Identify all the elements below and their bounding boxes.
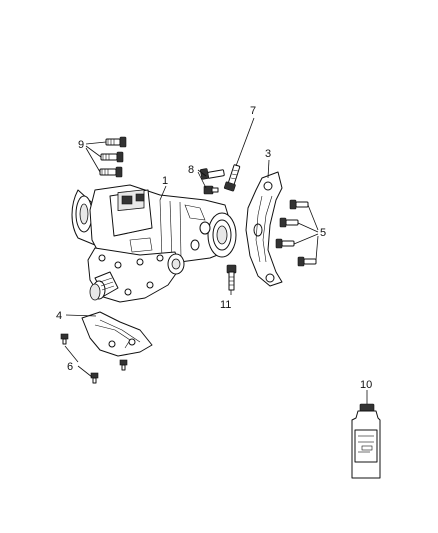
bolt-9c [99,166,123,178]
bolt-5c [275,238,295,249]
bolt-9b [100,151,124,163]
leader-6b [77,365,93,378]
leader-9b [85,145,102,158]
bolt-9a [105,136,127,148]
callout-3: 3 [265,148,271,160]
callout-1: 1 [162,175,168,187]
bolt-5d [297,256,317,267]
leader-5c [293,233,319,245]
leader-8a [197,169,207,177]
bolt-5b [279,217,299,228]
bolt-group-8 [200,168,225,195]
callout-8: 8 [188,164,194,176]
bolt-8b [203,185,219,195]
leader-1 [159,185,167,201]
fastener-6b [90,372,99,384]
transfer-case-assembly [71,184,237,303]
leader-5b [297,222,319,233]
bolt-5a [289,199,309,210]
leader-4 [65,314,97,317]
bolt-8a [200,168,225,180]
fastener-group-6 [60,333,128,384]
callout-6: 6 [67,361,73,373]
fastener-6c [119,359,128,371]
bolt-7 [223,164,241,192]
callout-4: 4 [56,310,62,322]
bolt-11 [226,264,237,291]
leader-7 [235,117,255,167]
leader-3 [267,159,270,179]
callout-5: 5 [320,227,326,239]
leader-5d [315,235,319,261]
fastener-6a [60,333,69,345]
fluid-bottle-10 [351,403,381,479]
leader-8b [197,171,207,189]
bolt-group-9 [99,136,127,178]
bolt-group-5 [275,199,317,267]
leader-9c [85,147,101,173]
leader-5a [307,204,319,231]
leader-6a [64,345,79,363]
callout-7: 7 [250,105,256,117]
leader-9a [85,141,107,145]
callout-9: 9 [78,139,84,151]
skid-plate-4 [81,311,153,357]
mounting-bracket-3 [245,171,283,287]
callout-10: 10 [360,379,372,391]
callout-11: 11 [220,299,231,311]
